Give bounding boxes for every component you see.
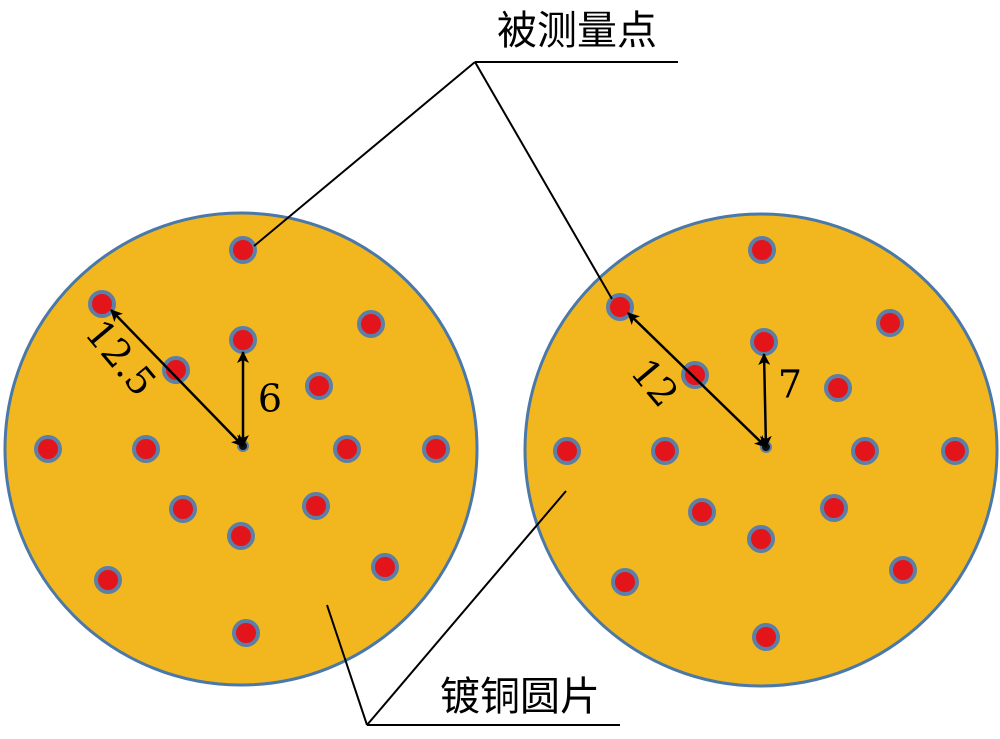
- measurement-point: [302, 492, 330, 520]
- disc-left: 12.5 6: [3, 211, 479, 687]
- measurement-point: [611, 568, 639, 596]
- measurement-point: [851, 437, 879, 465]
- measurement-point: [333, 435, 361, 463]
- measurement-point: [371, 553, 399, 581]
- measurement-points-label: 被测量点: [497, 8, 657, 54]
- measurement-point: [688, 498, 716, 526]
- measurement-point: [229, 236, 257, 264]
- copper-disc-label: 镀铜圆片: [440, 674, 600, 720]
- disc-right-inner-radius-arrow: [758, 353, 772, 448]
- measurement-point: [606, 293, 634, 321]
- measurement-point: [422, 435, 450, 463]
- measurement-point: [747, 525, 775, 553]
- measurement-point: [748, 236, 776, 264]
- measurement-point: [132, 435, 160, 463]
- measurement-point: [681, 361, 709, 389]
- measurement-point: [229, 326, 257, 354]
- measurement-point: [651, 437, 679, 465]
- measurement-point: [752, 623, 780, 651]
- callout-leader-right: [366, 490, 567, 726]
- disc-right-inner-radius-label: 7: [778, 363, 802, 407]
- copper-disc-callout: 镀铜圆片: [326, 490, 620, 726]
- measurement-point: [750, 328, 778, 356]
- callout-leader-left: [326, 604, 368, 726]
- callout-leader-left: [253, 61, 476, 247]
- measurement-point: [227, 522, 255, 550]
- measurement-point: [169, 495, 197, 523]
- measurement-point: [357, 310, 385, 338]
- disc-right-outer-radius-arrow: [627, 312, 767, 448]
- measurement-point: [34, 435, 62, 463]
- disc-right: 12 7: [523, 212, 999, 688]
- measurement-point: [94, 566, 122, 594]
- measurement-point: [876, 309, 904, 337]
- measurement-point: [553, 437, 581, 465]
- measurement-point: [88, 290, 116, 318]
- measurement-point: [820, 494, 848, 522]
- measurement-point: [305, 372, 333, 400]
- disc-left-inner-radius-label: 6: [258, 377, 282, 421]
- measurement-points-callout: 被测量点: [253, 8, 678, 300]
- measurement-point: [824, 374, 852, 402]
- disc-left-outer-radius-arrow: [110, 309, 244, 447]
- callout-leader-right: [474, 61, 613, 300]
- measurement-point: [232, 619, 260, 647]
- measurement-point: [941, 437, 969, 465]
- measurement-point: [889, 556, 917, 584]
